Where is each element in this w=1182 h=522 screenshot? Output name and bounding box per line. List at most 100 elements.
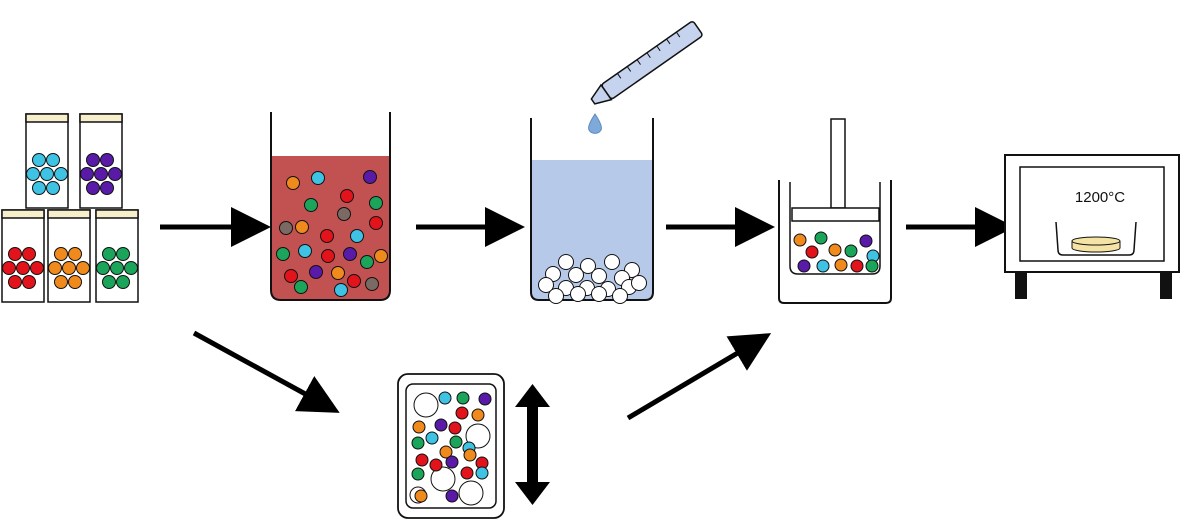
orange-particle xyxy=(439,445,453,459)
cyan-particle xyxy=(32,153,46,167)
milling-ball xyxy=(465,423,491,449)
green-particle xyxy=(865,259,879,273)
crucible xyxy=(1055,221,1137,256)
orange-particle xyxy=(68,247,82,261)
green-particle xyxy=(844,244,858,258)
green-particle xyxy=(456,391,470,405)
pipette-graduations xyxy=(617,31,681,79)
red-particle xyxy=(455,406,469,420)
purple-particle xyxy=(94,167,108,181)
water-beaker xyxy=(530,118,654,304)
green-particle xyxy=(411,436,425,450)
red-particle xyxy=(8,275,22,289)
milling-jar xyxy=(397,373,505,519)
white-particle xyxy=(538,277,554,293)
furnace-leg-left xyxy=(1015,272,1027,299)
white-particle xyxy=(558,254,574,270)
green-particle xyxy=(102,275,116,289)
red-particle xyxy=(321,249,335,263)
vial-cyan xyxy=(25,113,69,209)
purple-particle xyxy=(797,259,811,273)
press-plunger xyxy=(830,118,846,209)
red-particle xyxy=(8,247,22,261)
milling-particles xyxy=(409,391,492,506)
purple-particle xyxy=(309,265,323,279)
green-particle xyxy=(124,261,138,275)
red-powder xyxy=(2,247,44,289)
green-particle xyxy=(304,198,318,212)
green-particle xyxy=(369,196,383,210)
cyan-particle xyxy=(438,391,452,405)
orange-particle xyxy=(463,448,477,462)
grey-particle xyxy=(279,221,293,235)
red-particle xyxy=(460,466,474,480)
purple-particle xyxy=(80,167,94,181)
powder-vials xyxy=(1,113,139,303)
red-particle xyxy=(415,453,429,467)
green-particle xyxy=(96,261,110,275)
red-particle xyxy=(805,245,819,259)
white-particle xyxy=(604,254,620,270)
cyan-particle xyxy=(46,153,60,167)
orange-particle xyxy=(76,261,90,275)
vial-green xyxy=(95,209,139,303)
white-particle xyxy=(591,268,607,284)
cyan-particle xyxy=(475,466,489,480)
purple-particle xyxy=(343,247,357,261)
cyan-particle xyxy=(311,171,325,185)
sintered-pellet xyxy=(1071,236,1121,253)
orange-particle xyxy=(48,261,62,275)
pressed-particles xyxy=(793,231,880,273)
white-particle xyxy=(612,288,628,304)
cyan-particle xyxy=(334,283,348,297)
orange-particle xyxy=(54,275,68,289)
press-die xyxy=(778,118,892,304)
slurry-particles xyxy=(276,170,388,297)
green-particle xyxy=(116,275,130,289)
purple-powder xyxy=(80,153,122,195)
milling-ball xyxy=(413,392,439,418)
red-particle xyxy=(16,261,30,275)
orange-particle xyxy=(295,220,309,234)
furnace-temperature: 1200°C xyxy=(1075,189,1125,206)
red-particle xyxy=(284,269,298,283)
white-particle xyxy=(631,275,647,291)
vial-purple xyxy=(79,113,123,209)
red-particle xyxy=(320,229,334,243)
purple-particle xyxy=(100,181,114,195)
orange-particle xyxy=(414,489,428,503)
vial-orange xyxy=(47,209,91,303)
white-particle xyxy=(570,286,586,302)
white-balls xyxy=(538,254,647,304)
orange-particle xyxy=(374,249,388,263)
arrow-milling-to-press xyxy=(626,333,772,421)
orange-particle xyxy=(62,261,76,275)
purple-particle xyxy=(86,153,100,167)
orange-particle xyxy=(54,247,68,261)
green-particle xyxy=(102,247,116,261)
red-particle xyxy=(340,189,354,203)
cyan-particle xyxy=(350,229,364,243)
cyan-particle xyxy=(54,167,68,181)
green-particle xyxy=(449,435,463,449)
green-powder xyxy=(96,247,138,289)
furnace: 1200°C xyxy=(1004,154,1180,299)
shaking-arrow-icon xyxy=(515,384,550,505)
purple-particle xyxy=(445,455,459,469)
purple-particle xyxy=(363,170,377,184)
purple-particle xyxy=(86,181,100,195)
white-particle xyxy=(591,286,607,302)
green-particle xyxy=(411,467,425,481)
grey-particle xyxy=(365,277,379,291)
red-particle xyxy=(429,458,443,472)
green-particle xyxy=(814,231,828,245)
cyan-particle xyxy=(46,181,60,195)
purple-particle xyxy=(445,489,459,503)
cyan-particle xyxy=(425,431,439,445)
green-particle xyxy=(294,280,308,294)
orange-particle xyxy=(286,176,300,190)
red-particle xyxy=(22,275,36,289)
grey-particle xyxy=(337,207,351,221)
red-particle xyxy=(369,216,383,230)
